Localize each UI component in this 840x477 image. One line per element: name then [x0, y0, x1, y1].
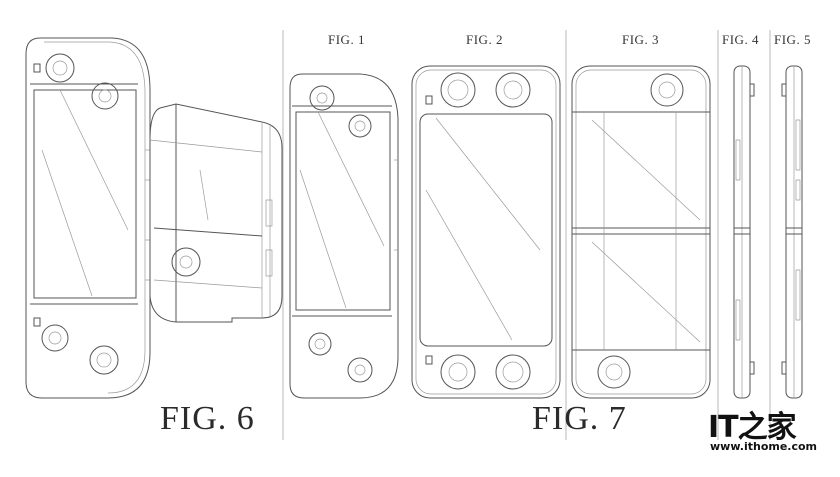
fig6-device-left — [26, 38, 150, 398]
ithome-watermark: IT之家 www.ithome.com — [706, 402, 818, 462]
fig2-caption: FIG. 2 — [466, 32, 503, 47]
fig6-caption: FIG. 6 — [160, 400, 255, 437]
fig5-caption: FIG. 5 — [774, 32, 811, 47]
fig3-device — [572, 66, 710, 398]
fig4-device — [734, 66, 754, 398]
ithome-logo: IT之家 — [708, 410, 797, 445]
fig4-caption: FIG. 4 — [722, 32, 759, 47]
fig2-device — [412, 66, 560, 398]
fig7-caption: FIG. 7 — [532, 400, 627, 437]
fig5-device — [782, 66, 802, 398]
ithome-url: www.ithome.com — [710, 440, 818, 453]
fig1-device — [290, 74, 398, 398]
fig1-caption: FIG. 1 — [328, 32, 365, 47]
fig6-device-folded — [150, 104, 282, 322]
fig3-caption: FIG. 3 — [622, 32, 659, 47]
